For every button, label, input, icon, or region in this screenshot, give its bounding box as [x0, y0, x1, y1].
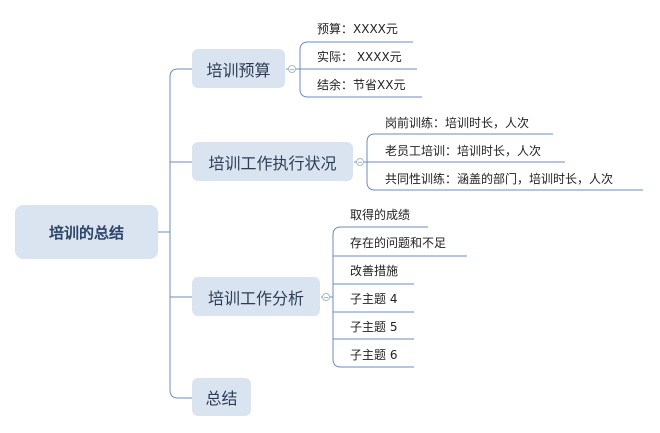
leaf-topic[interactable]: 子主题 6 [350, 348, 398, 362]
branch-budget[interactable]: 培训预算 [192, 49, 285, 88]
branch-execution-status[interactable]: 培训工作执行状况 [192, 142, 353, 181]
branch-summary[interactable]: 总结 [192, 378, 251, 416]
leaf-topic[interactable]: 子主题 4 [350, 292, 398, 306]
leaf-topic[interactable]: 老员工培训：培训时长，人次 [385, 144, 542, 158]
leaf-topic[interactable]: 预算：XXXX元 [317, 22, 398, 36]
root-topic[interactable]: 培训的总结 [15, 205, 158, 259]
collapse-icon[interactable] [322, 293, 330, 301]
leaf-topic[interactable]: 存在的问题和不足 [350, 236, 447, 250]
leaf-topic[interactable]: 改善措施 [350, 264, 399, 278]
leaf-topic[interactable]: 结余：节省XX元 [317, 78, 406, 92]
leaf-topic[interactable]: 取得的成绩 [350, 208, 411, 222]
leaf-topic[interactable]: 实际： XXXX元 [317, 50, 402, 64]
leaf-topic[interactable]: 共同性训练：涵盖的部门，培训时长，人次 [385, 172, 614, 186]
branch-analysis[interactable]: 培训工作分析 [192, 277, 320, 316]
collapse-icon[interactable] [288, 65, 296, 73]
collapse-icon[interactable] [356, 158, 364, 166]
leaf-topic[interactable]: 子主题 5 [350, 320, 398, 334]
leaf-topic[interactable]: 岗前训练：培训时长，人次 [385, 116, 530, 130]
